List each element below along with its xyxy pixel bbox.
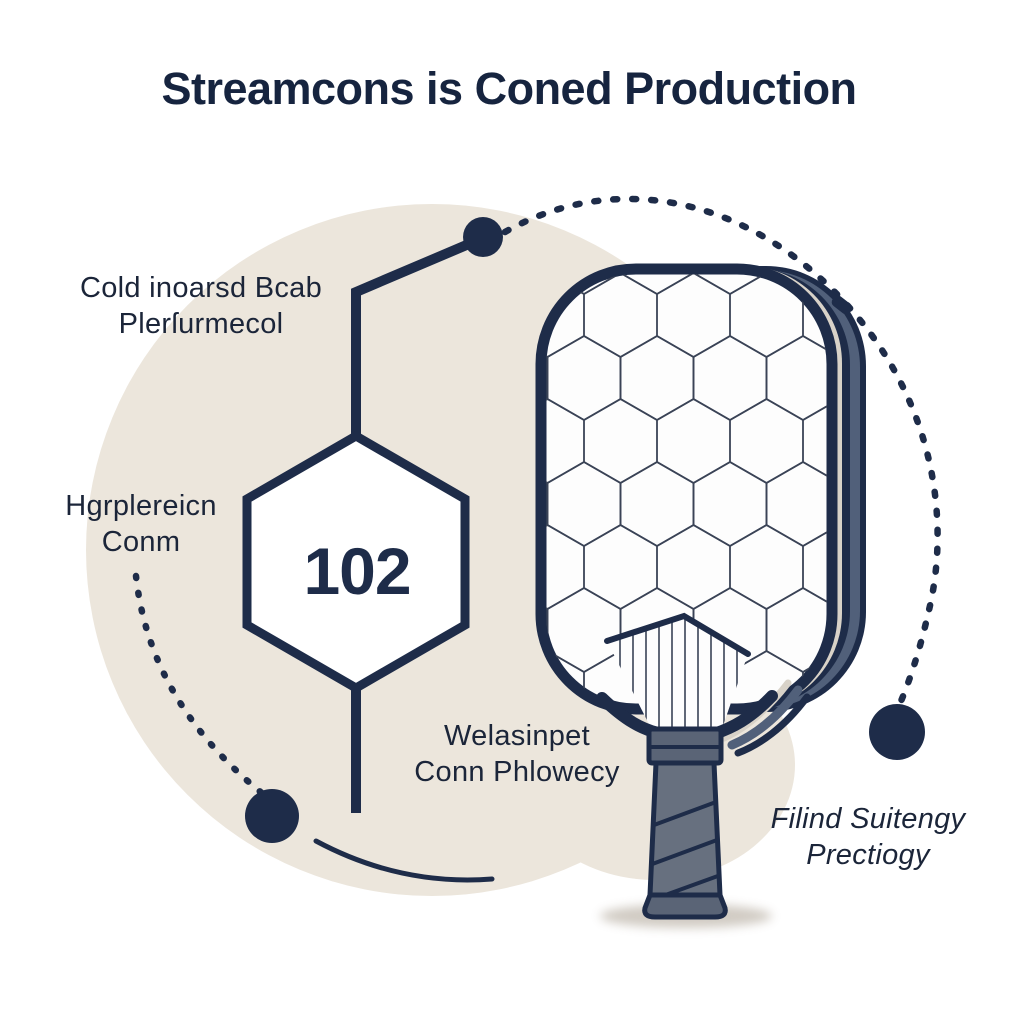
connector-line-top <box>351 233 485 437</box>
dotted-arc-left <box>132 572 272 802</box>
paddle-face <box>535 263 838 715</box>
label-bottom-right: Filind Suitengy Prectiogy <box>771 801 966 873</box>
paddle-handle <box>642 726 728 920</box>
label-top-left-line1: Cold inoarsd Bcab <box>79 272 323 304</box>
label-bottom-right-line1: Filind Suitengy <box>770 803 966 835</box>
label-mid-left: Hgrplereicn Conm <box>65 488 217 560</box>
solid-arc-bottom <box>313 838 495 883</box>
hexagon-value: 102 <box>303 534 411 608</box>
paddle-neck <box>596 679 811 757</box>
connector-dot-right <box>869 704 925 760</box>
label-top-left: Cold inoarsd Bcab Plerſurmecol <box>80 270 322 342</box>
label-mid-left-line2: Conm <box>101 526 181 558</box>
label-bottom-center-line2: Conn Phlowecy <box>414 756 620 788</box>
label-mid-left-line1: Hgrplereicn <box>65 490 217 522</box>
dotted-arc-right <box>501 195 941 712</box>
honeycomb-pattern <box>546 274 827 704</box>
handle-grip <box>647 760 723 898</box>
edge-guard-nub <box>831 295 853 315</box>
hexagon-badge <box>242 430 470 694</box>
connector-dot-bottom-left <box>245 789 299 843</box>
label-top-left-line2: Plerſurmecol <box>118 308 284 340</box>
page-title: Streamcons is Coned Production <box>161 63 857 114</box>
label-bottom-right-line2: Prectiogy <box>806 839 930 871</box>
label-bottom-center: Welasinpet Conn Phlowecy <box>414 718 619 790</box>
label-bottom-center-line1: Welasinpet <box>444 720 590 752</box>
connector-dot-top <box>463 217 503 257</box>
handle-end-cap <box>642 892 728 920</box>
